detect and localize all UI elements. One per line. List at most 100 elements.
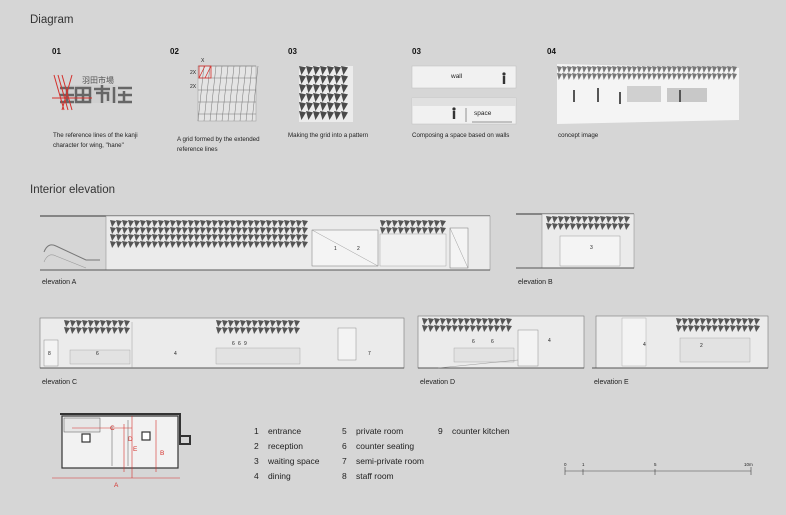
elevation-c-triangle [88,327,94,334]
elevation-c-triangle [252,327,258,334]
elevation-a-triangle [392,220,398,227]
elevation-e-triangle [694,325,700,332]
elevation-a-triangle [302,220,308,227]
elevation-a-triangle [194,227,200,234]
elevation-c-room-9: 9 [244,341,247,347]
elevation-a-triangle [152,241,158,248]
elevation-a-triangle [434,227,440,234]
elevation-a-triangle [212,234,218,241]
concept-triangle [632,73,637,80]
floor-plan [52,413,191,479]
elevation-e-triangle [724,325,730,332]
concept-triangle [647,73,652,80]
grid-mark-2x-2: 2X [190,84,197,90]
concept-triangle [587,66,592,73]
elevation-a-triangle [188,227,194,234]
concept-triangle [612,66,617,73]
elevation-a-triangle [164,241,170,248]
elevation-e-triangle [694,318,700,325]
grid-line [221,65,229,122]
elevation-e-room-4: 4 [643,342,646,348]
wall-space-figure [411,65,517,125]
elevation-a-triangle [254,241,260,248]
elevation-a-triangle [272,227,278,234]
step-5-caption: concept image [558,131,598,141]
elevation-c-triangle [100,320,106,327]
concept-triangle [597,73,602,80]
elevation-a-triangle [212,227,218,234]
elevation-a-triangle [236,220,242,227]
pattern-triangle [320,93,327,102]
elevation-a-triangle [194,241,200,248]
concept-triangle [647,66,652,73]
elevation-a-triangle [410,220,416,227]
concept-triangle [632,66,637,73]
elevation-e-drawing [592,315,769,369]
elevation-e-triangle [742,318,748,325]
step-3-caption: Making the grid into a pattern [288,131,368,141]
concept-triangle [732,73,737,80]
pattern-triangle [327,84,334,93]
elevation-c-triangle [100,327,106,334]
concept-triangle [702,73,707,80]
kanji-small-text: 羽田市場 [82,75,114,85]
elevation-c-triangle [234,327,240,334]
grid-line [203,65,211,122]
elevation-c-triangle [76,327,82,334]
elevation-d-triangle [458,325,464,332]
elevation-a-triangle [236,234,242,241]
elevation-a-triangle [254,220,260,227]
elevation-a-triangle [128,220,134,227]
elevation-c-triangle [94,327,100,334]
step-2-caption: A grid formed by the extended reference … [177,135,260,155]
step-number-3: 03 [288,47,297,56]
elevation-a-triangle [434,220,440,227]
elevation-c-triangle [112,327,118,334]
elevation-c-triangle [228,320,234,327]
elevation-b-triangle [570,223,576,230]
elevation-e-triangle [712,325,718,332]
elevation-d-triangle [476,325,482,332]
concept-triangle [697,73,702,80]
elevation-a-triangle [164,220,170,227]
elevation-c-label: elevation C [42,379,78,386]
elevation-c-triangle [264,327,270,334]
elevation-a-triangle [182,234,188,241]
elevation-c-triangle [276,320,282,327]
elevation-d-triangle [452,325,458,332]
pattern-triangle [313,93,320,102]
pattern-triangle [341,75,348,84]
concept-triangle [672,73,677,80]
elevation-c-triangle [258,327,264,334]
elevation-a-triangle [116,241,122,248]
elevation-b-room-3: 3 [590,245,593,251]
elevation-a-triangle [212,220,218,227]
elevation-a-triangle [224,227,230,234]
elevation-b-triangle [624,216,630,223]
kanji-reference-figure: 羽田市場 [52,74,132,111]
elevation-a-triangle [182,241,188,248]
pattern-triangle [327,93,334,102]
elevation-a-triangle [398,227,404,234]
elevation-c-triangle [270,327,276,334]
concept-people [573,88,681,104]
elevation-a-triangle [140,220,146,227]
concept-triangle [597,66,602,73]
concept-triangle [722,73,727,80]
elevation-a-triangle [230,227,236,234]
concept-triangle [617,66,622,73]
elevation-a-triangle [206,227,212,234]
elevation-c-room-4: 4 [174,351,177,357]
elevation-a-triangle [242,220,248,227]
pattern-triangle [299,93,306,102]
concept-triangle [687,73,692,80]
elevation-a-triangle [200,220,206,227]
grid-line [245,65,253,122]
concept-triangle [627,66,632,73]
elevation-c-triangle [246,327,252,334]
elevation-a-triangle [428,227,434,234]
concept-triangle [707,73,712,80]
concept-triangle [727,73,732,80]
elevation-c-triangle [70,327,76,334]
